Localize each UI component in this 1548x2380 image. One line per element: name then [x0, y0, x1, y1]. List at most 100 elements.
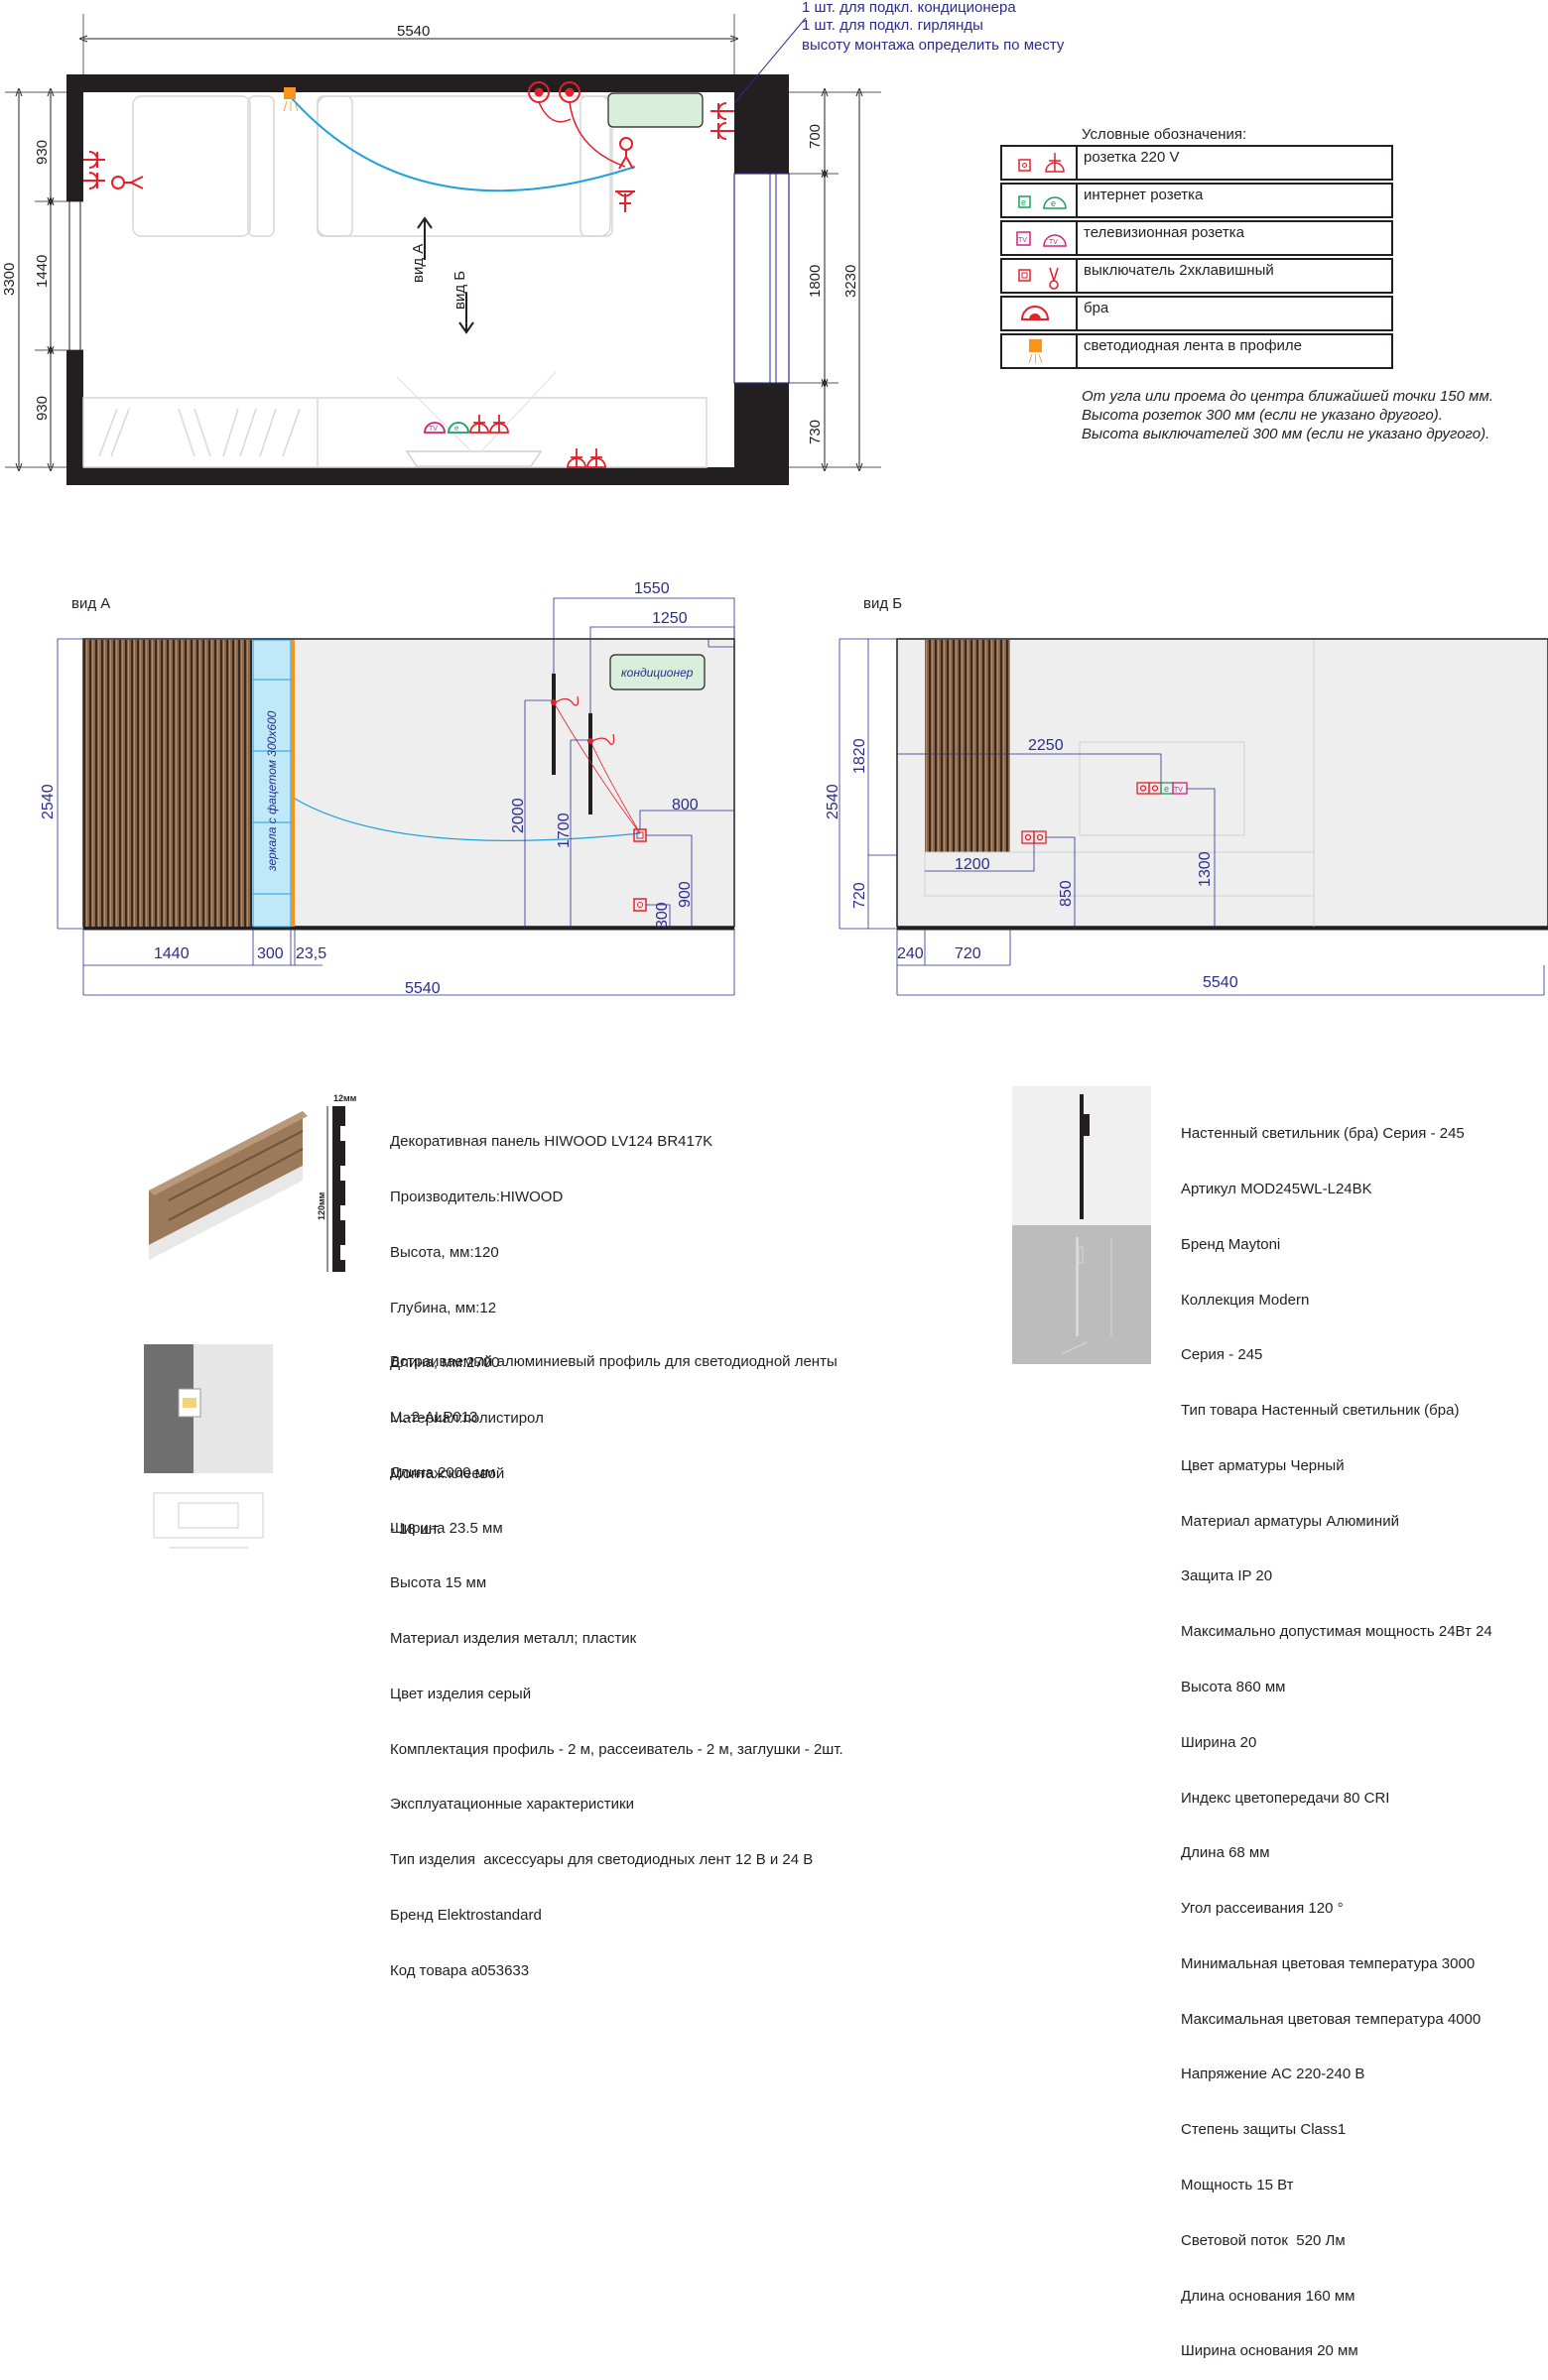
spec-line: Настенный светильник (бра) Серия - 245 — [1181, 1125, 1465, 1143]
panel-product-image: 12мм 120мм — [149, 1093, 357, 1272]
spec-line: Минимальная цветовая температура 3000 — [1181, 1954, 1476, 1972]
spec-line: Код товара a053633 — [390, 1961, 530, 1979]
sconce-icon — [1020, 306, 1050, 320]
svg-text:e: e — [1051, 198, 1056, 208]
spec-line: - 18 шт. — [390, 1520, 442, 1538]
spec-line: LL-2-ALP013 — [390, 1408, 478, 1426]
view-a-dim-height: 2540 — [40, 784, 57, 819]
plan-view-b-label: вид Б — [452, 271, 468, 310]
plan-annotation-2: 1 шт. для подкл. гирлянды — [802, 17, 983, 34]
view-a-mirror — [252, 639, 292, 928]
note-line: Высота выключателей 300 мм (если не указ… — [1082, 426, 1490, 442]
view-b-dim-total: 5540 — [1203, 974, 1238, 991]
plan-wall-bottom — [66, 467, 789, 485]
spec-line: Материал арматуры Алюминий — [1181, 1512, 1399, 1530]
view-a-aircon-label: кондиционер — [621, 666, 694, 680]
panel-height-label: 120мм — [317, 1191, 326, 1220]
legend-label: розетка 220 V — [1084, 149, 1180, 166]
svg-text:TV: TV — [1018, 237, 1027, 244]
plan-wall-top — [66, 74, 789, 92]
legend-notes: От угла или проема до центра ближайшей т… — [1082, 387, 1493, 443]
plan-dim-left-c: 930 — [34, 396, 51, 421]
view-b-dim-720v: 720 — [851, 882, 868, 909]
view-b-slat-panel — [925, 640, 1010, 852]
spec-line: Бренд Maytoni — [1181, 1235, 1281, 1253]
plan-switch-right — [618, 137, 634, 170]
legend-label: бра — [1084, 300, 1109, 316]
view-a-mirror-label: зеркала с фацетом 300х600 — [265, 710, 279, 872]
profile-product-image — [144, 1344, 273, 1549]
legend-row-tv: TV TV телевизионная розетка — [1000, 220, 1393, 256]
svg-text:e: e — [1021, 197, 1026, 207]
plan-dim-left-a: 930 — [34, 140, 51, 165]
panel-thickness-label: 12мм — [333, 1093, 357, 1103]
plan-wall-right-top — [734, 74, 789, 174]
plan-led-line — [290, 96, 636, 192]
plan-annotation-1: 1 шт. для подкл. кондиционера — [802, 0, 1016, 16]
view-a-sconce-2 — [588, 713, 592, 814]
plan-wall-left-bottom — [66, 350, 83, 485]
plan-dim-right-a: 700 — [807, 124, 824, 149]
elevation-view-b: e TV 2250 1200 850 1300 1820 720 2540 24… — [825, 638, 1548, 996]
view-a-dim-23-5: 23,5 — [296, 945, 326, 962]
legend-row-socket: розетка 220 V — [1000, 145, 1393, 181]
plan-window — [733, 173, 790, 384]
spec-line: Ширина основания 20 мм — [1181, 2342, 1358, 2360]
svg-text:e: e — [454, 424, 459, 433]
spec-line: Тип товара Настенный светильник (бра) — [1181, 1402, 1460, 1420]
view-b-dim-height: 2540 — [825, 784, 841, 819]
legend-row-internet: e e интернет розетка — [1000, 183, 1393, 218]
spec-line: Эксплуатационные характеристики — [390, 1796, 634, 1814]
plan-dim-left-total: 3300 — [1, 263, 18, 296]
spec-line: Глубина, мм:12 — [390, 1299, 497, 1316]
plan-sockets-left-wall — [83, 151, 144, 189]
panel-spec: Декоративная панель HIWOOD LV124 BR417K … — [390, 1096, 712, 1558]
spec-line: Цвет арматуры Черный — [1181, 1456, 1345, 1474]
spec-line: Максимальная цветовая температура 4000 — [1181, 2010, 1482, 2028]
view-a-dim-300v: 300 — [654, 902, 671, 929]
plan-dim-left-b: 1440 — [34, 255, 51, 288]
view-a-aircon — [609, 654, 706, 690]
view-a-dim-300: 300 — [257, 945, 284, 962]
view-a-led-line — [294, 798, 641, 841]
spec-line: Монтаж:клеевой — [390, 1464, 505, 1482]
spec-line: Индекс цветопередачи 80 CRI — [1181, 1789, 1390, 1807]
plan-wall-right-bottom — [734, 383, 789, 485]
view-a-dim-1550: 1550 — [634, 580, 670, 597]
plan-view-arrows — [417, 216, 474, 334]
svg-text:TV: TV — [1049, 239, 1058, 246]
view-b-label: вид Б — [863, 595, 903, 612]
legend-label: светодиодная лента в профиле — [1084, 337, 1303, 354]
spec-line: Степень защиты Class1 — [1181, 2121, 1347, 2139]
plan-view-a-label: вид А — [410, 244, 427, 283]
spec-line: Высота 860 мм — [1181, 1679, 1286, 1695]
legend-icon-cell: TV TV — [1002, 222, 1078, 254]
legend-icon-cell: e e — [1002, 185, 1078, 216]
legend-label: телевизионная розетка — [1084, 224, 1244, 241]
spec-line: Световой поток 520 Лм — [1181, 2231, 1346, 2249]
plan-led-icon — [284, 87, 296, 99]
spec-line: Угол рассеивания 120 ° — [1181, 1900, 1344, 1918]
sconce-spec: Настенный светильник (бра) Серия - 245 А… — [1181, 1088, 1492, 2380]
plan-dim-right-total: 3230 — [842, 265, 859, 298]
note-line: От угла или проема до центра ближайшей т… — [1082, 388, 1493, 405]
plan-bed — [132, 95, 613, 237]
elevation-view-a: зеркала с фацетом 300х600 кондиционер 15… — [40, 580, 735, 997]
spec-line: Ширина 20 — [1181, 1733, 1257, 1751]
legend-icon-cell — [1002, 260, 1078, 292]
spec-line: Тип изделия аксессуары для светодиодных … — [390, 1851, 814, 1869]
view-a-slat-panel — [83, 640, 252, 927]
spec-line: Напряжение AC 220-240 В — [1181, 2066, 1365, 2083]
legend-title: Условные обозначения: — [1082, 126, 1247, 143]
plan-wall-left-top — [66, 74, 83, 201]
view-a-dim-900: 900 — [677, 881, 694, 908]
view-a-dim-2000: 2000 — [510, 798, 527, 833]
view-b-dim-850: 850 — [1058, 880, 1075, 907]
spec-line: Материал изделия металл; пластик — [390, 1630, 637, 1648]
plan-aircon — [607, 92, 704, 128]
legend-icon-cell — [1002, 147, 1078, 179]
plan-dim-right-b: 1800 — [807, 265, 824, 298]
view-b-dim-1820: 1820 — [851, 738, 868, 774]
spec-line: Бренд Elektrostandard — [390, 1907, 542, 1924]
sconce-product-image — [1012, 1086, 1151, 1364]
